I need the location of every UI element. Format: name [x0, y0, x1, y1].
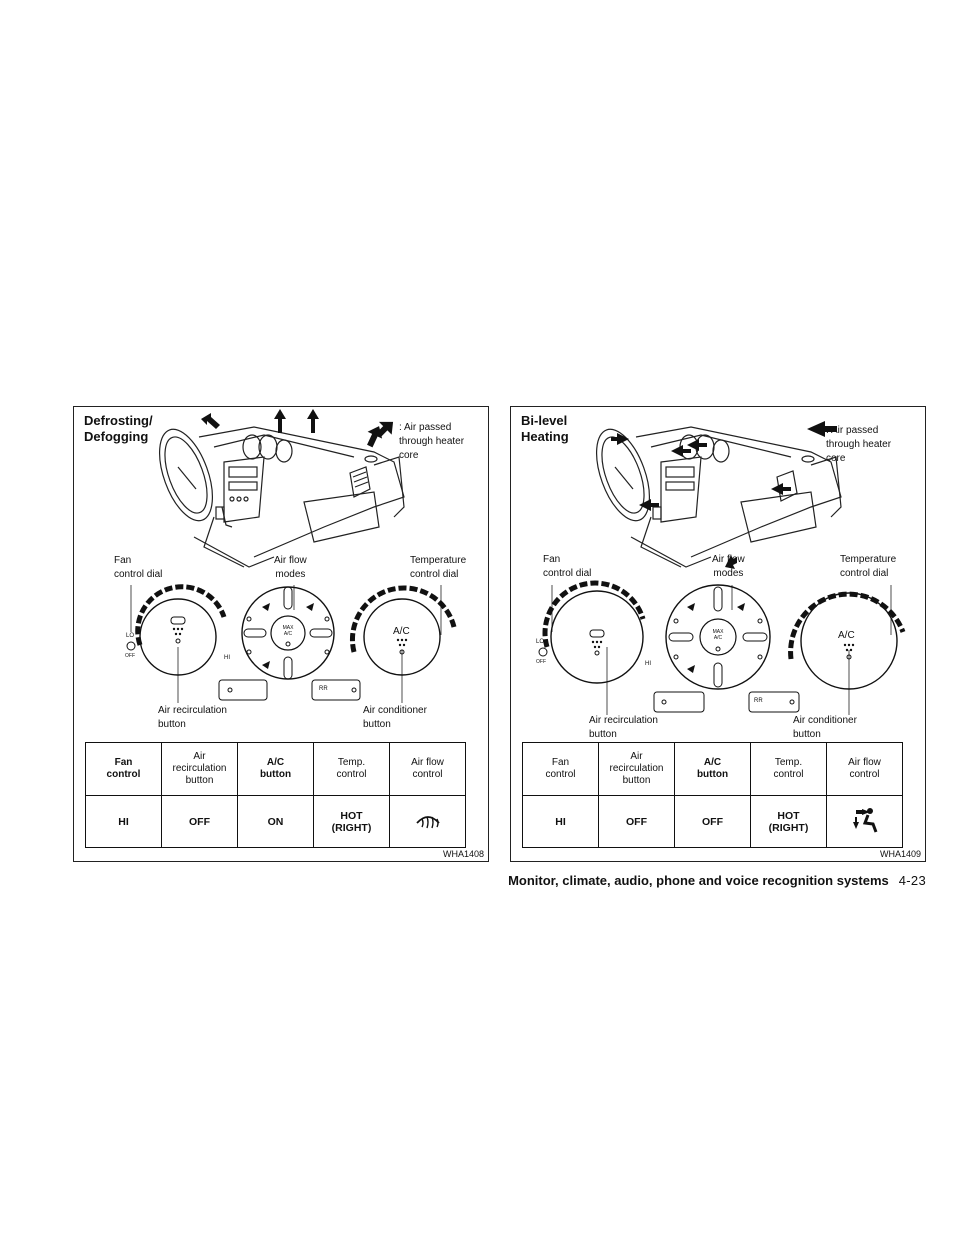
page-number: 4-23: [898, 873, 926, 888]
table-cell: [826, 795, 903, 848]
temperature-control-dial-label: Temperature control dial: [840, 554, 897, 579]
off-label: OFF: [125, 653, 135, 659]
figure-defrosting: Defrosting/ Defogging : Air passed throu…: [73, 406, 489, 862]
temperature-control-dial-label: Temperature control dial: [410, 555, 467, 580]
table-cell: HI: [522, 795, 599, 848]
table-header-cell: A/C button: [237, 742, 314, 796]
rr-label: RR: [754, 698, 763, 704]
table-header-cell: Air flow control: [826, 742, 903, 796]
table-row: HI OFF ON HOT (RIGHT): [85, 795, 466, 848]
table-header-cell: Air recirculation button: [598, 742, 675, 796]
max-ac-label: MAX A/C: [712, 629, 724, 641]
ac-label: A/C: [838, 630, 855, 641]
section-title: Monitor, climate, audio, phone and voice…: [508, 873, 889, 888]
table-cell: [389, 795, 466, 848]
fan-control-dial-label: Fan control dial: [543, 554, 592, 579]
rr-label: RR: [319, 686, 328, 692]
page-footer: Monitor, climate, audio, phone and voice…: [508, 873, 926, 889]
table-header-cell: Air flow control: [389, 742, 466, 796]
table-row: HI OFF OFF HOT (RIGHT): [522, 795, 903, 848]
fan-control-dial-label: Fan control dial: [114, 555, 163, 580]
panel-title: Bi-level Heating: [521, 413, 569, 444]
fan-icon: [538, 647, 548, 657]
table-cell: ON: [237, 795, 314, 848]
table-header-cell: Temp. control: [313, 742, 390, 796]
table-header-cell: A/C button: [674, 742, 751, 796]
hi-label: HI: [645, 661, 651, 667]
hi-label: HI: [224, 655, 230, 661]
panel-title: Defrosting/ Defogging: [84, 413, 153, 444]
table-header-cell: Fan control: [85, 742, 162, 796]
air-recirculation-button-label: Air recirculation button: [589, 715, 658, 740]
table-header-row: Fan control Air recirculation button A/C…: [522, 742, 903, 796]
figure-code: WHA1408: [442, 849, 484, 859]
heater-core-note: : Air passed through heater core: [826, 425, 892, 464]
settings-table: Fan control Air recirculation button A/C…: [85, 742, 466, 848]
ac-label: A/C: [393, 626, 410, 637]
off-label: OFF: [536, 659, 546, 665]
table-cell: OFF: [598, 795, 675, 848]
defrost-icon: [415, 816, 440, 829]
air-flow-modes-label: Air flow modes: [712, 554, 745, 579]
figure-code: WHA1409: [879, 849, 921, 859]
lo-label: LO: [536, 639, 545, 645]
table-cell: HOT (RIGHT): [750, 795, 827, 848]
bi-level-icon: [852, 808, 877, 833]
dashboard-illustration: [538, 421, 906, 715]
air-conditioner-button-label: Air conditioner button: [793, 715, 857, 740]
max-ac-label: MAX A/C: [282, 625, 294, 637]
settings-table: Fan control Air recirculation button A/C…: [522, 742, 903, 848]
air-flow-modes-label: Air flow modes: [274, 555, 307, 580]
table-header-cell: Fan control: [522, 742, 599, 796]
heater-core-note: : Air passed through heater core: [399, 422, 465, 461]
table-cell: HI: [85, 795, 162, 848]
fan-icon: [126, 641, 136, 651]
air-recirculation-button-label: Air recirculation button: [158, 705, 227, 730]
table-cell: OFF: [674, 795, 751, 848]
table-header-cell: Air recirculation button: [161, 742, 238, 796]
dashboard-illustration: [126, 409, 457, 703]
table-header-cell: Temp. control: [750, 742, 827, 796]
air-conditioner-button-label: Air conditioner button: [363, 705, 427, 730]
table-header-row: Fan control Air recirculation button A/C…: [85, 742, 466, 796]
table-cell: OFF: [161, 795, 238, 848]
figure-bi-level-heating: Bi-level Heating : Air passed through he…: [510, 406, 926, 862]
lo-label: LO: [126, 633, 135, 639]
table-cell: HOT (RIGHT): [313, 795, 390, 848]
